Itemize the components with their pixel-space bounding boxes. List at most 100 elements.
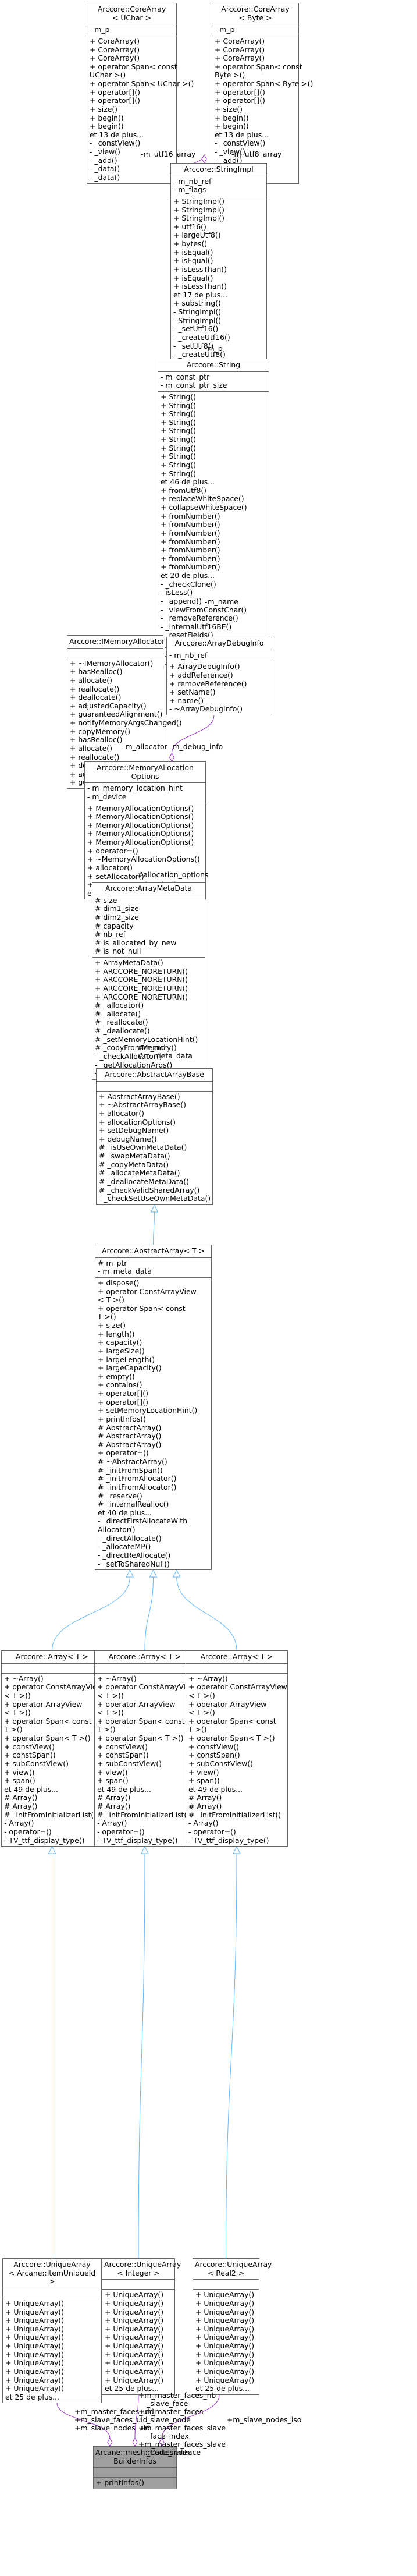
edge-label-mid-5: _face_index xyxy=(147,2432,189,2440)
class-operation: < T >() xyxy=(188,1691,215,1700)
class-operation: - _add() xyxy=(90,155,117,165)
class-operation: + copyMemory() xyxy=(70,727,130,736)
class-operation: + StringImpl() xyxy=(173,214,224,223)
class-title-line: Arccore::Array< T > xyxy=(16,1652,88,1661)
class-operation: + String() xyxy=(161,460,196,469)
class-attributes xyxy=(94,2467,176,2477)
class-operation: + CoreArray() xyxy=(90,54,140,63)
class-attribute: - m_memory_location_hint xyxy=(87,784,183,793)
class-operation: + UniqueArray() xyxy=(195,2324,255,2333)
class-operation: + UniqueArray() xyxy=(195,2298,255,2308)
class-operation: + operator ConstArrayView xyxy=(98,1287,197,1296)
class-operation: < T >() xyxy=(97,1708,124,1717)
class-operation: + UniqueArray() xyxy=(5,2341,65,2350)
class-operation: + fromUtf8() xyxy=(161,486,206,495)
class-operation: + size() xyxy=(98,1321,126,1330)
edge-label-mid-2: +m_master_faces xyxy=(138,2407,204,2416)
class-operation: + StringImpl() xyxy=(173,196,224,205)
class-operation: T >() xyxy=(4,1725,23,1734)
class-operation: - _createUtf16() xyxy=(173,332,230,342)
class-operation: + ~Array() xyxy=(97,1674,137,1683)
class-operation: + UniqueArray() xyxy=(5,2358,65,2368)
class-operations: + ArrayMetaData()+ ARCCORE_NORETURN()+ A… xyxy=(92,957,205,1079)
class-operation: - TV_ttf_display_type() xyxy=(97,1836,178,1845)
class-operation: + setAllocator() xyxy=(87,871,144,881)
class-operation: + UniqueArray() xyxy=(5,2324,65,2333)
class-operation: + CoreArray() xyxy=(215,45,265,54)
class-operation: - TV_ttf_display_type() xyxy=(4,1836,85,1845)
class-operation: + constView() xyxy=(188,1742,239,1751)
class-operation: + hasRealloc() xyxy=(70,667,123,676)
class-operation: + contains() xyxy=(98,1380,142,1390)
class-operation: - _constView() xyxy=(90,139,141,148)
class-operation: + UniqueArray() xyxy=(5,2350,65,2359)
class-attribute: - m_p xyxy=(215,25,235,34)
class-title-line: < Integer > xyxy=(117,2268,160,2277)
class-operation: + begin() xyxy=(90,122,124,131)
class-operation: et 17 de plus... xyxy=(173,290,227,299)
class-operation: + UniqueArray() xyxy=(105,2350,164,2359)
class-operation: + allocate() xyxy=(70,675,112,685)
edge-label-utf8-array: -m_utf8_array xyxy=(231,150,282,158)
class-operation: + UniqueArray() xyxy=(105,2316,164,2325)
class-operation: + begin() xyxy=(215,122,249,131)
class-operation: T >() xyxy=(188,1725,207,1734)
class-node-core-array-uchar[interactable]: Arccore::CoreArray< UChar >- m_p+ CoreAr… xyxy=(87,3,194,184)
class-operation: # Array() xyxy=(4,1793,38,1802)
edge-label-mid-3: _slave_node xyxy=(147,2415,191,2424)
class-operation: T >() xyxy=(97,1725,116,1734)
class-node-array-meta-data[interactable]: Arccore::ArrayMetaData# size# dim1_size#… xyxy=(92,882,205,1080)
class-operation: # _internalRealloc() xyxy=(98,1500,169,1509)
edge-label-mid-7: _node_index xyxy=(147,2448,192,2457)
class-operation: + ~IMemoryAllocator() xyxy=(70,658,154,668)
class-attributes: - m_memory_location_hint- m_device xyxy=(85,782,205,802)
class-operation: + ARCCORE_NORETURN() xyxy=(95,992,188,1001)
class-operation: - StringImpl() xyxy=(173,316,222,325)
class-operation: + fromNumber() xyxy=(161,562,220,572)
class-title-line: Arccore::AbstractArray< T > xyxy=(102,1246,205,1255)
class-operation: + begin() xyxy=(90,113,124,122)
class-node-unique-array-real2[interactable]: Arccore::UniqueArray< Real2 >+ UniqueArr… xyxy=(193,2258,272,2395)
class-title-line: BuilderInfos xyxy=(113,2456,156,2465)
class-operation: + operator ArrayView xyxy=(188,1699,267,1709)
class-operation: + operator=() xyxy=(87,846,138,855)
class-attributes: - m_p xyxy=(87,24,176,36)
class-operation: - Array() xyxy=(4,1819,34,1828)
class-operation: + StringImpl() xyxy=(173,205,224,214)
class-operation: # _reserve() xyxy=(98,1491,142,1500)
edge-label-m-name: -m_name xyxy=(205,597,238,606)
class-operation: + operator Span< Byte >() xyxy=(215,79,313,88)
class-node-array-tright[interactable]: Arccore::Array< T >+ ~Array()+ operator … xyxy=(186,1650,288,1847)
class-operation: - _setUtf16() xyxy=(173,324,219,334)
class-operation: # _copyFromMemory() xyxy=(95,1043,177,1053)
class-attributes: # size# dim1_size# dim2_size# capacity# … xyxy=(92,894,205,957)
class-node-array-tleft[interactable]: Arccore::Array< T >+ ~Array()+ operator … xyxy=(1,1650,103,1847)
class-node-abstract-array-base[interactable]: Arccore::AbstractArrayBase+ AbstractArra… xyxy=(96,1068,213,1205)
class-operation: + UniqueArray() xyxy=(105,2333,164,2342)
class-operation: + UniqueArray() xyxy=(105,2375,164,2384)
class-node-array-debug-info[interactable]: Arccore::ArrayDebugInfo- m_nb_ref+ Array… xyxy=(166,637,272,715)
edge-label-m-p: -m_p xyxy=(205,344,223,353)
class-node-unique-array-item-unique-id[interactable]: Arccore::UniqueArray< Arcane::ItemUnique… xyxy=(2,2258,102,2404)
class-operation: + UniqueArray() xyxy=(105,2298,164,2308)
class-operation: et 49 de plus... xyxy=(188,1784,243,1794)
class-operation: et 25 de plus... xyxy=(5,2392,59,2401)
class-operation: + constView() xyxy=(4,1742,55,1751)
class-operation: < T >() xyxy=(188,1708,215,1717)
class-node-array-tmid[interactable]: Arccore::Array< T >+ ~Array()+ operator … xyxy=(94,1650,196,1847)
class-operation: + capacity() xyxy=(98,1338,142,1347)
class-operation: - _directAllocate() xyxy=(98,1533,162,1543)
class-operation: + operator[]() xyxy=(215,96,265,105)
class-node-string[interactable]: Arccore::String- m_const_ptr- m_const_pt… xyxy=(158,359,271,667)
class-operation: + name() xyxy=(169,696,204,705)
class-operations: + printInfos() xyxy=(94,2477,176,2489)
class-attribute: - m_device xyxy=(87,792,127,801)
class-node-abstract-array-t[interactable]: Arccore::AbstractArray< T ># m_ptr- m_me… xyxy=(95,1245,212,1571)
edge-label-mid-6: +m_master_faces_slave xyxy=(138,2440,226,2449)
class-attribute: - m_meta_data xyxy=(98,1267,152,1276)
class-node-unique-array-integer[interactable]: Arccore::UniqueArray< Integer >+ UniqueA… xyxy=(102,2258,181,2395)
class-operation: + AbstractArrayBase() xyxy=(99,1092,180,1101)
